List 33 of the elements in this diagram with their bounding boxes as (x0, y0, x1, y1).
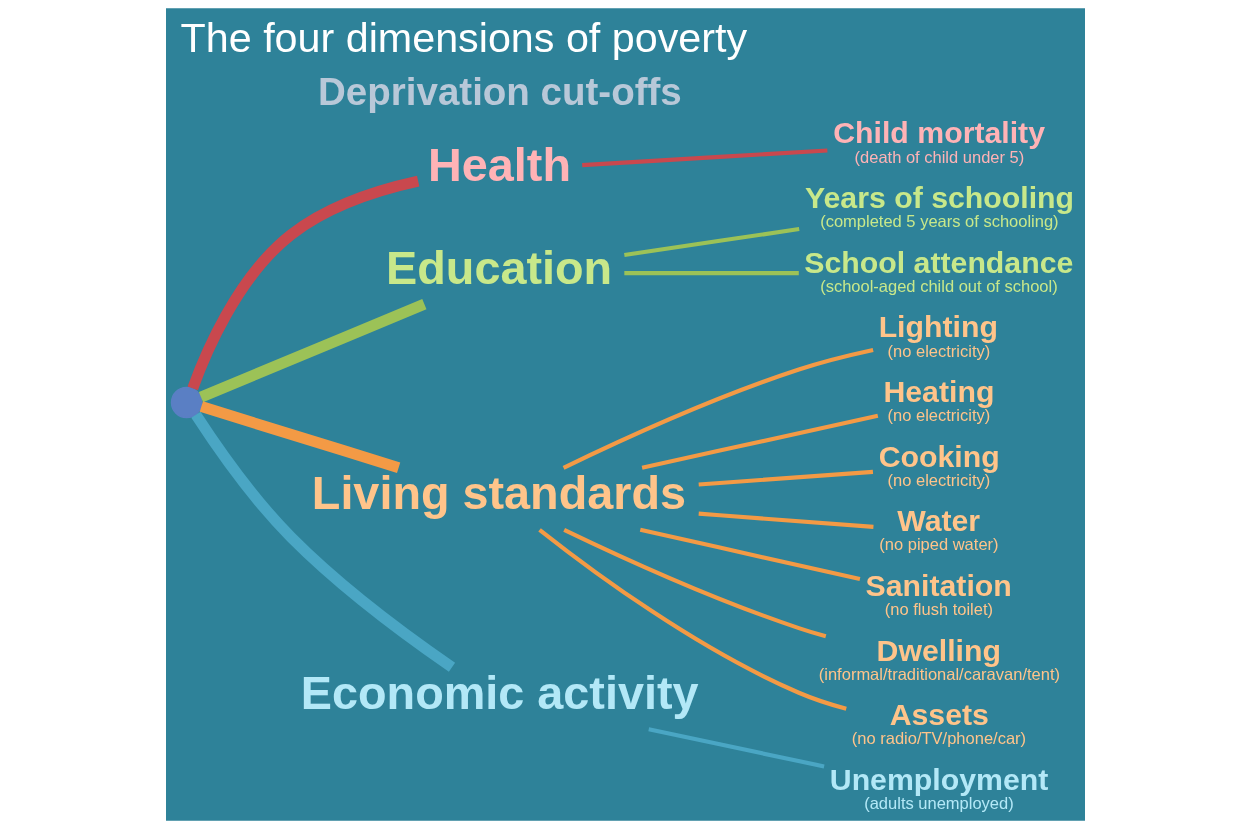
connector (581, 148, 827, 168)
connector (641, 413, 878, 470)
connector (623, 271, 799, 276)
connector (698, 469, 873, 487)
node-text: Heating (no electricity) (882, 374, 994, 425)
node-text: Unemployment (adults unemployed) (829, 762, 1048, 813)
node-text: Health (427, 138, 571, 191)
connector (199, 401, 400, 473)
connector (187, 175, 419, 391)
connector (639, 527, 860, 581)
connector (623, 227, 799, 257)
node-text: Dwelling (informal/traditional/caravan/tent) (818, 633, 1060, 683)
connector (647, 727, 825, 769)
node-text: Sanitation (no flush toilet) (865, 568, 1012, 619)
node-text: Lighting (no electricity) (878, 310, 998, 360)
node-text: Education (385, 241, 612, 294)
connector (562, 527, 826, 639)
connector (198, 299, 426, 403)
connector (562, 347, 874, 470)
node-text: Water (no piped water) (878, 504, 999, 554)
node-circle (170, 386, 202, 419)
connector (190, 411, 455, 672)
node-text: Assets (no radio/TV/phone/car) (851, 698, 1026, 748)
node-text: Years of schooling (completed 5 years of schooling) (804, 180, 1074, 231)
node-text: School attendance (school-aged child out of school) (803, 245, 1073, 295)
node-text: Living standards (311, 467, 686, 520)
label: Deprivation cut-offs (317, 70, 682, 114)
connector (537, 528, 847, 711)
connector (698, 511, 874, 529)
node-text: Economic activity (300, 666, 698, 719)
node-text: Cooking (no electricity) (878, 439, 1000, 489)
diagram-title: The four dimensions of poverty (180, 15, 747, 62)
node-text: Child mortality (death of child under 5) (832, 116, 1045, 166)
